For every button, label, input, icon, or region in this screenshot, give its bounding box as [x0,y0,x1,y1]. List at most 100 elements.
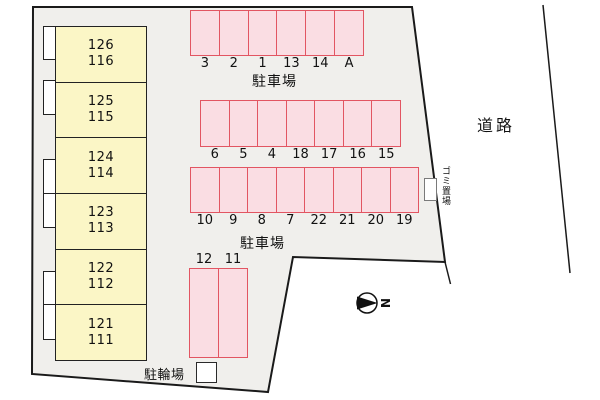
parking-space: A [334,10,364,72]
room-number-lower: 112 [87,277,115,293]
building-unit: 124 114 [55,137,147,195]
garbage-area-label: ゴミ置場 [440,166,450,206]
stair-unit [43,26,56,60]
parking-space-box [304,167,334,213]
room-number-lower: 114 [87,165,115,181]
parking-space-label: 1 [258,56,267,71]
parking-space: 21 [332,167,362,229]
building-unit: 125 115 [55,81,147,139]
parking-space-box [276,10,307,56]
parking-space-label: 7 [286,213,295,228]
parking-space: 8 [247,167,277,229]
parking-space-box [257,100,287,147]
parking-row-bottom: 12 11 [189,252,248,358]
parking-space-box [342,100,373,147]
parking-space-label: 10 [196,213,214,228]
apartment-building: 126 116 125 115 124 114 123 113 122 112 … [55,26,147,362]
parking-space-box [190,10,220,56]
parking-space: 9 [218,167,248,229]
parking-row-mid: 6 5 4 18 17 16 15 [200,100,402,163]
room-number-upper: 126 [87,38,115,54]
parking-space-box [218,268,248,358]
building-unit: 123 113 [55,193,147,250]
north-arrow-triangle [357,296,378,310]
building-unit: 122 112 [55,248,147,306]
parking-space-box [200,100,230,147]
parking-space-label: 22 [310,213,328,228]
parking-space: 15 [371,100,402,163]
stair-unit [43,159,56,194]
room-number-lower: 115 [87,110,115,125]
parking-row-lower: 10 9 8 7 22 21 20 [190,167,419,229]
parking-space-box [228,100,259,147]
parking-space: 12 [189,252,219,358]
parking-space-box [247,10,278,56]
room-number-lower: 113 [87,221,115,237]
bicycle-parking-box [196,362,217,383]
parking-space-label: 20 [367,213,385,228]
parking-space-box [361,167,391,213]
room-number-upper: 125 [87,94,115,109]
parking-space-box [389,167,419,213]
garbage-box [424,178,437,201]
parking-space-label: 3 [200,56,210,71]
parking-row-top: 3 2 1 13 14 A [190,10,364,72]
parking-space: 18 [285,100,316,163]
parking-space: 19 [389,167,419,229]
parking-space-label: A [344,56,354,71]
stair-unit [43,80,56,115]
parking-space: 13 [276,10,307,72]
parking-space-label: 12 [195,252,213,267]
parking-space: 22 [304,167,334,229]
parking-space-box [371,100,402,147]
parking-space: 3 [190,10,220,72]
parking-space-label: 13 [283,56,300,71]
parking-space-label: 15 [377,147,395,162]
parking-space-label: 19 [395,213,413,228]
stair-unit [43,304,56,340]
north-arrow: N [356,292,392,314]
parking-space-label: 8 [257,213,266,228]
parking-space: 7 [275,167,305,229]
north-letter: N [378,298,392,308]
parking-space-box [314,100,344,147]
parking-space-label: 4 [267,147,277,162]
room-number-upper: 122 [87,261,115,277]
road-edge-line [542,4,571,274]
parking-space: 2 [218,10,249,72]
stair-unit [43,193,56,228]
parking-space-box [275,167,305,213]
parking-space-label: 14 [311,56,329,71]
parking-space-box [190,167,220,213]
parking-space: 11 [218,252,248,358]
parking-lot-label-mid: 駐車場 [240,236,285,252]
parking-space: 16 [342,100,373,163]
parking-space-label: 11 [224,252,242,267]
parking-space-box [218,10,249,56]
parking-lot-label-top: 駐車場 [252,74,297,90]
bicycle-parking-label: 駐輪場 [144,368,185,383]
parking-space: 20 [361,167,391,229]
parking-space-box [285,100,316,147]
parking-space: 14 [305,10,336,72]
parking-space-box [247,167,277,213]
building-unit: 121 111 [55,304,147,362]
parking-space-label: 6 [210,147,219,162]
room-number-upper: 124 [87,149,115,165]
room-number-lower: 111 [87,332,115,348]
parking-space-label: 5 [239,147,248,162]
parking-space: 4 [257,100,287,163]
parking-space-box [332,167,362,213]
parking-space: 1 [247,10,278,72]
road-label: 道路 [477,116,516,135]
parking-space-label: 21 [338,213,356,228]
parking-space-box [305,10,336,56]
room-number-upper: 121 [87,316,115,332]
parking-space-label: 16 [349,147,366,162]
stair-unit [43,271,56,305]
parking-space: 10 [190,167,220,229]
parking-space: 17 [314,100,344,163]
parking-space-label: 2 [229,56,238,71]
parking-space-label: 18 [292,147,309,162]
